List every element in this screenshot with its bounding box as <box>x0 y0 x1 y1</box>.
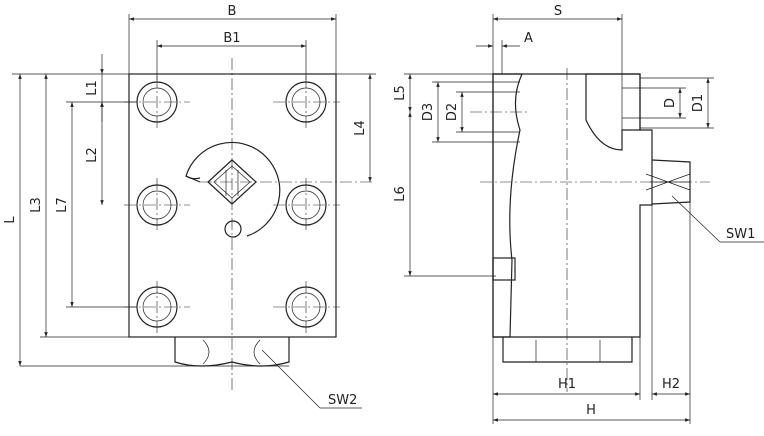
dim-L3: L3 <box>29 74 129 338</box>
dim-label-L2: L2 <box>85 147 100 163</box>
dim-L5: L5 <box>393 73 493 112</box>
dim-label-L4: L4 <box>353 120 368 136</box>
dim-label-SW1: SW1 <box>726 227 755 242</box>
dim-D: D <box>622 87 686 119</box>
side-nut <box>502 337 633 363</box>
dim-label-L5: L5 <box>393 85 408 101</box>
side-tab <box>492 257 516 281</box>
dim-label-L7: L7 <box>55 197 70 213</box>
dim-L2: L2 <box>85 102 104 205</box>
dim-B1: B1 <box>156 31 307 80</box>
dim-L4: L4 <box>336 73 376 182</box>
dim-A: A <box>476 31 533 74</box>
dim-label-D1: D1 <box>691 94 706 112</box>
dim-label-B: B <box>228 4 237 19</box>
dim-L1: L1 <box>85 54 104 122</box>
boss-notch <box>185 175 201 180</box>
dim-L6: L6 <box>393 112 496 277</box>
side-wall-left <box>492 73 523 338</box>
dim-label-D2: D2 <box>445 103 460 121</box>
leader-SW1: SW1 <box>671 195 764 243</box>
dim-label-D: D <box>663 98 678 108</box>
dim-S: S <box>492 4 623 74</box>
dim-label-L: L <box>3 216 18 224</box>
stem-inner <box>213 165 251 199</box>
valve-boss <box>185 141 281 237</box>
dim-H: H <box>493 403 690 422</box>
dim-label-L1: L1 <box>85 80 100 96</box>
dim-label-H: H <box>586 403 596 418</box>
dim-label-H1: H1 <box>558 377 576 392</box>
locating-pin <box>224 220 242 238</box>
side-wall-right <box>585 73 641 151</box>
dim-label-L6: L6 <box>393 186 408 202</box>
front-body <box>128 73 337 338</box>
hole-centerlines <box>124 76 340 333</box>
dim-D3: D3 <box>421 81 520 143</box>
side-body-outline <box>492 73 653 338</box>
dim-label-L3: L3 <box>29 197 44 213</box>
front-view: B B1 L L3 L7 <box>3 4 376 409</box>
dim-label-B1: B1 <box>223 31 240 46</box>
valve-stem-diamond <box>207 159 257 205</box>
dim-label-H2: H2 <box>662 377 680 392</box>
side-view: S A L5 L6 D3 <box>393 4 764 424</box>
nut-edge-left <box>202 339 210 365</box>
dim-D1: D1 <box>640 77 714 129</box>
dim-label-S: S <box>554 4 562 19</box>
dim-label-D3: D3 <box>421 103 436 121</box>
dim-L: L <box>3 73 129 366</box>
dim-B: B <box>128 4 337 74</box>
leader-SW2: SW2 <box>261 349 362 409</box>
dim-label-A: A <box>524 31 533 46</box>
dim-H1: H1 <box>492 337 641 424</box>
dim-label-SW2: SW2 <box>328 393 357 408</box>
nut-edge-right <box>253 339 261 365</box>
dim-H2: H2 <box>651 202 691 424</box>
dim-L7: L7 <box>55 101 137 308</box>
dim-D2: D2 <box>445 91 520 133</box>
